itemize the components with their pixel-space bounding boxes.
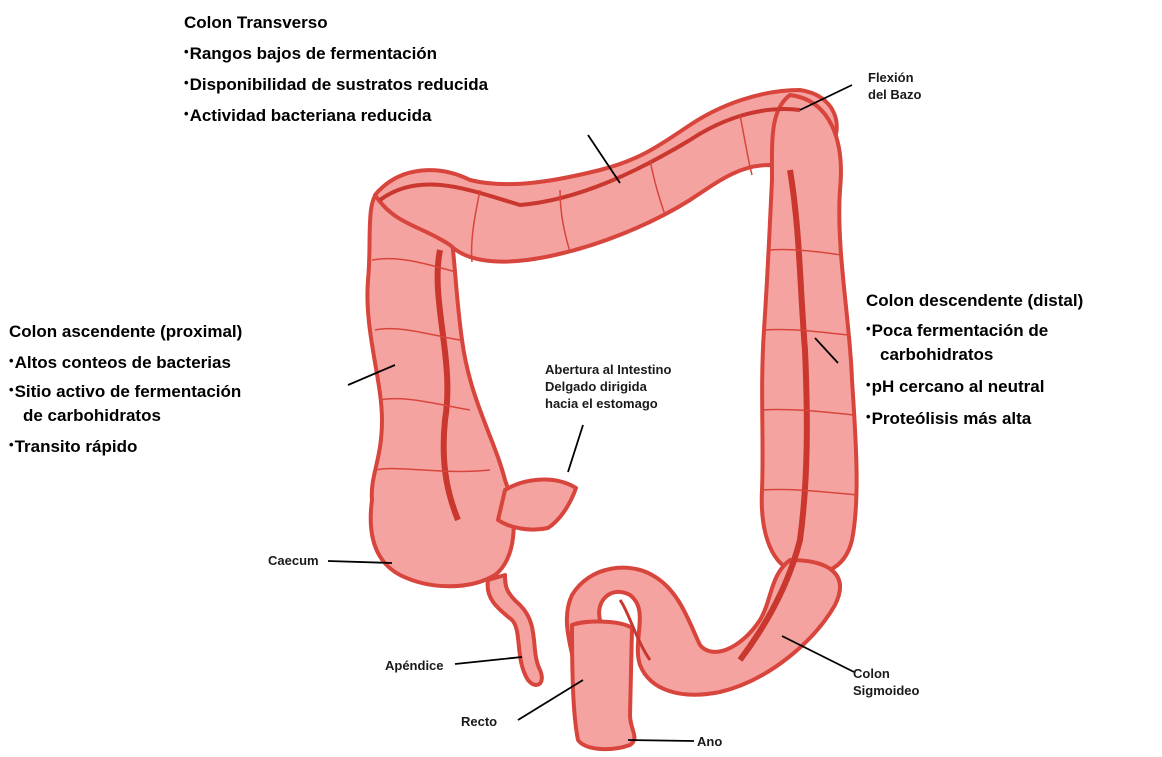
transverse-colon-info: Colon Transverso •Rangos bajos de fermen… [184, 8, 488, 130]
bullet: • [184, 75, 189, 90]
bullet: • [9, 437, 14, 452]
ascending-item: de carbohidratos [9, 405, 242, 427]
appendix-label: Apéndice [385, 657, 444, 674]
descending-item: Proteólisis más alta [872, 409, 1032, 428]
bullet: • [184, 106, 189, 121]
leader-appendix [455, 657, 522, 664]
transverse-item: Actividad bacteriana reducida [190, 106, 432, 125]
caecum-label: Caecum [268, 552, 319, 569]
ascending-colon-info: Colon ascendente (proximal) •Altos conte… [9, 317, 242, 465]
sigmoid-colon-label: Colon Sigmoideo [853, 665, 919, 699]
bullet: • [866, 409, 871, 424]
leader-opening [568, 425, 583, 472]
appendix [488, 575, 542, 685]
descending-colon-title: Colon descendente (distal) [866, 286, 1083, 316]
colon-body [367, 90, 856, 749]
transverse-colon-title: Colon Transverso [184, 8, 488, 37]
descending-item: pH cercano al neutral [872, 377, 1045, 396]
bullet: • [184, 44, 189, 59]
bullet: • [866, 377, 871, 392]
transverse-item: Disponibilidad de sustratos reducida [190, 75, 489, 94]
descending-item: carbohidratos [866, 344, 1083, 366]
bullet: • [9, 382, 14, 397]
transverse-item: Rangos bajos de fermentación [190, 44, 438, 63]
bullet: • [9, 353, 14, 368]
ascending-colon-title: Colon ascendente (proximal) [9, 317, 242, 346]
small-intestine-stump [498, 480, 576, 530]
rectum-label: Recto [461, 713, 497, 730]
leader-anus [628, 740, 694, 741]
rectum [572, 622, 634, 750]
descending-colon-info: Colon descendente (distal) •Poca ferment… [866, 286, 1083, 430]
descending-item: Poca fermentación de [872, 321, 1049, 340]
ascending-item: Altos conteos de bacterias [15, 353, 231, 372]
small-intestine-opening-label: Abertura al Intestino Delgado dirigida h… [545, 361, 671, 412]
ascending-item: Sitio activo de fermentación [15, 382, 242, 401]
ascending-item: Transito rápido [15, 437, 138, 456]
bullet: • [866, 321, 871, 336]
anus-label: Ano [697, 733, 722, 750]
splenic-flexure-label: Flexión del Bazo [868, 69, 921, 103]
